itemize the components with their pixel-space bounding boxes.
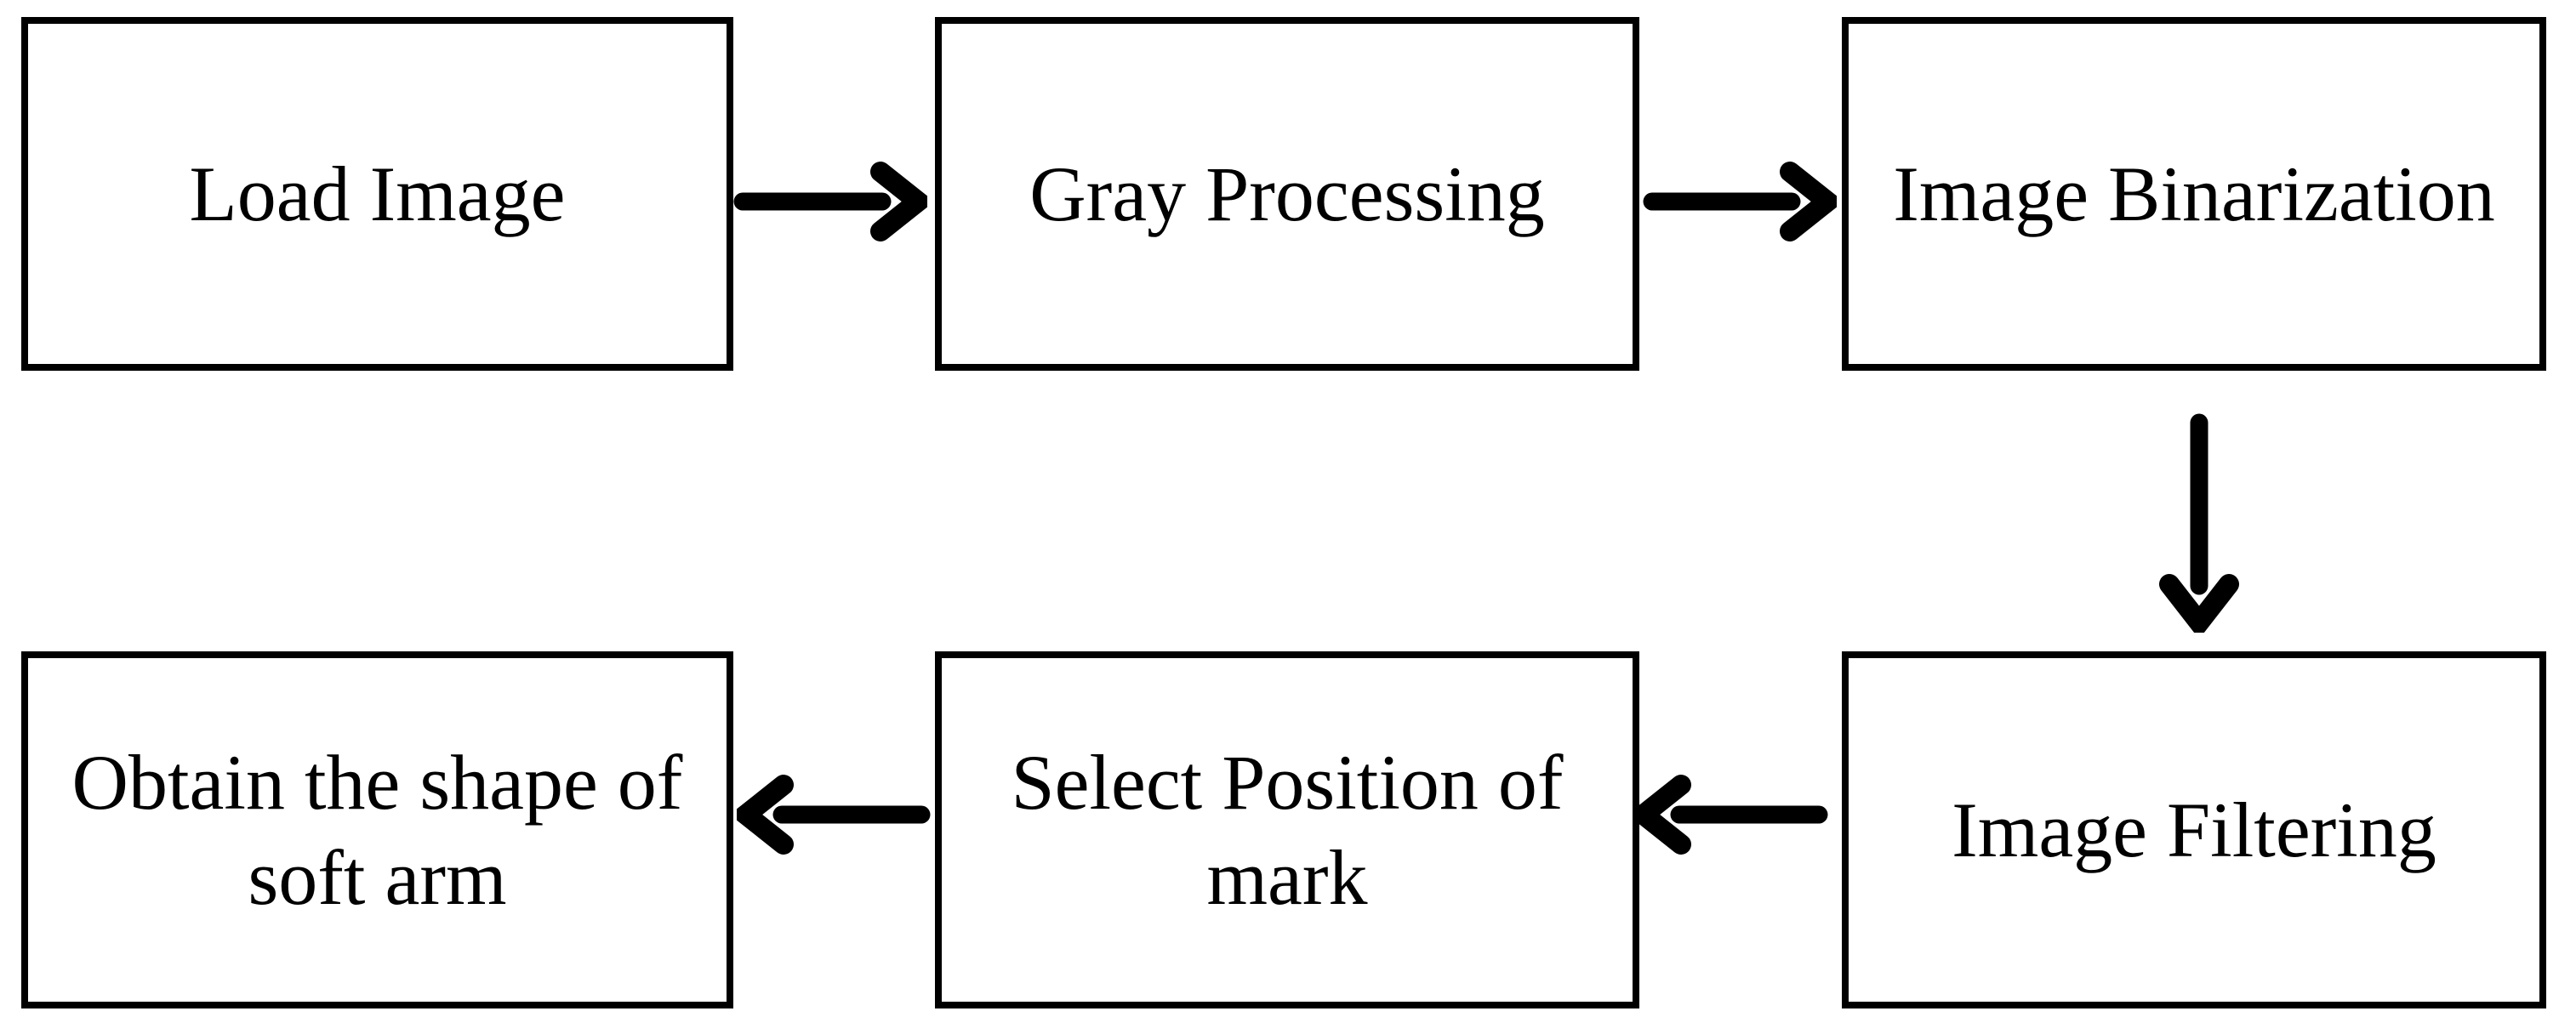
arrow-right-icon-load-to-gray (733, 159, 927, 244)
node-gray-processing-label: Gray Processing (1029, 150, 1545, 237)
arrow-down-icon-binarization-to-filtering (2157, 413, 2242, 633)
node-obtain-shape-label-line2: soft arm (248, 834, 507, 921)
node-select-position-label-line2: mark (1206, 834, 1368, 921)
arrow-right-icon-gray-to-binarization (1643, 159, 1837, 244)
node-select-position-label-line1: Select Position of (1011, 738, 1564, 826)
node-image-binarization-label: Image Binarization (1893, 150, 2495, 237)
node-obtain-shape-label-line1: Obtain the shape of (71, 738, 683, 826)
node-image-filtering: Image Filtering (1842, 651, 2546, 1008)
node-gray-processing: Gray Processing (935, 17, 1639, 371)
node-image-binarization: Image Binarization (1842, 17, 2546, 371)
node-load-image: Load Image (21, 17, 733, 371)
arrow-left-icon-select-to-obtain (737, 772, 931, 857)
node-select-position-of-mark: Select Position of mark (935, 651, 1639, 1008)
arrow-left-icon-filtering-to-select (1634, 772, 1828, 857)
node-load-image-label: Load Image (189, 150, 566, 237)
node-image-filtering-label: Image Filtering (1952, 786, 2436, 873)
node-obtain-shape-of-soft-arm: Obtain the shape of soft arm (21, 651, 733, 1008)
